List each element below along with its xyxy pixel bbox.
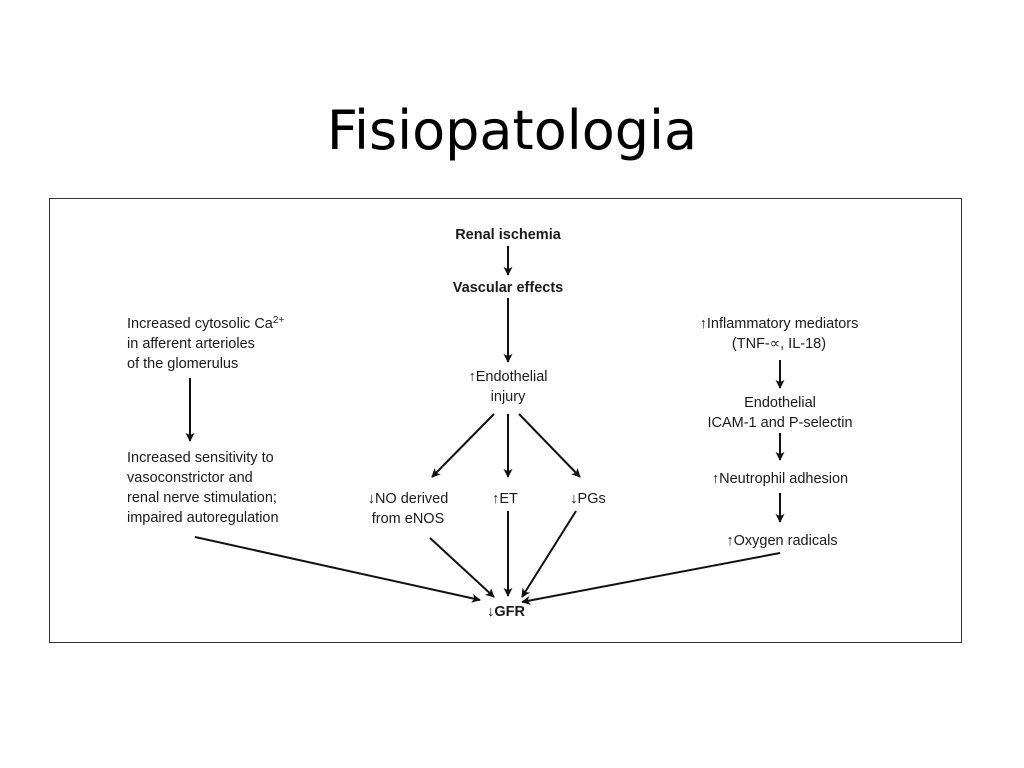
node-endothelial-injury: ↑Endothelial injury xyxy=(469,367,548,407)
node-no-derived-line1: ↓NO derived xyxy=(367,491,449,507)
node-sensitivity-line2: vasoconstrictor and xyxy=(127,470,253,486)
arrow-sensitivity-to-gfr xyxy=(194,536,481,603)
node-cytosolic-ca-line2: in afferent arterioles xyxy=(127,336,255,352)
node-cytosolic-ca-line3: of the glomerulus xyxy=(127,356,239,372)
arrow-no-to-gfr xyxy=(429,537,495,598)
node-icam-line2: ICAM-1 and P-selectin xyxy=(707,415,853,431)
arrow-endothelial-to-pgs xyxy=(518,413,581,478)
node-endothelial-injury-line1: ↑Endothelial xyxy=(468,369,548,385)
node-cytosolic-ca-superscript: 2+ xyxy=(272,315,285,326)
diagram-frame xyxy=(49,198,962,643)
node-neutrophil: ↑Neutrophil adhesion xyxy=(711,471,849,487)
node-vascular-effects: Vascular effects xyxy=(452,280,564,296)
node-cytosolic-ca-line1: Increased cytosolic Ca2+ xyxy=(127,314,284,334)
node-endothelial-injury-line2: injury xyxy=(490,389,526,405)
node-icam-line1: Endothelial xyxy=(744,395,816,411)
node-pgs: ↓PGs xyxy=(570,491,606,507)
node-cytosolic-ca-prefix: Increased cytosolic Ca xyxy=(127,316,273,332)
node-et: ↑ET xyxy=(492,491,518,507)
node-cytosolic-ca: Increased cytosolic Ca2+ in afferent art… xyxy=(127,314,284,374)
arrow-oxygen-to-gfr xyxy=(521,552,781,605)
node-icam: Endothelial ICAM-1 and P-selectin xyxy=(707,393,852,433)
node-inflammatory: ↑Inflammatory mediators (TNF-∝, IL-18) xyxy=(700,314,859,354)
node-inflammatory-line1: ↑Inflammatory mediators xyxy=(699,316,859,332)
node-sensitivity-line3: renal nerve stimulation; xyxy=(127,490,277,506)
node-sensitivity-line4: impaired autoregulation xyxy=(127,510,279,526)
node-sensitivity-line1: Increased sensitivity to xyxy=(127,450,274,466)
arrow-endothelial-to-no xyxy=(431,413,495,478)
node-gfr: ↓GFR xyxy=(487,604,525,620)
node-sensitivity: Increased sensitivity to vasoconstrictor… xyxy=(127,448,279,528)
node-no-derived-line2: from eNOS xyxy=(371,511,445,527)
node-no-derived: ↓NO derived from eNOS xyxy=(368,489,449,529)
slide-title: Fisiopatologia xyxy=(326,99,698,163)
node-inflammatory-line2: (TNF-∝, IL-18) xyxy=(731,336,827,352)
arrow-pgs-to-gfr xyxy=(521,510,577,598)
node-renal-ischemia: Renal ischemia xyxy=(455,227,561,243)
node-oxygen: ↑Oxygen radicals xyxy=(726,533,838,549)
